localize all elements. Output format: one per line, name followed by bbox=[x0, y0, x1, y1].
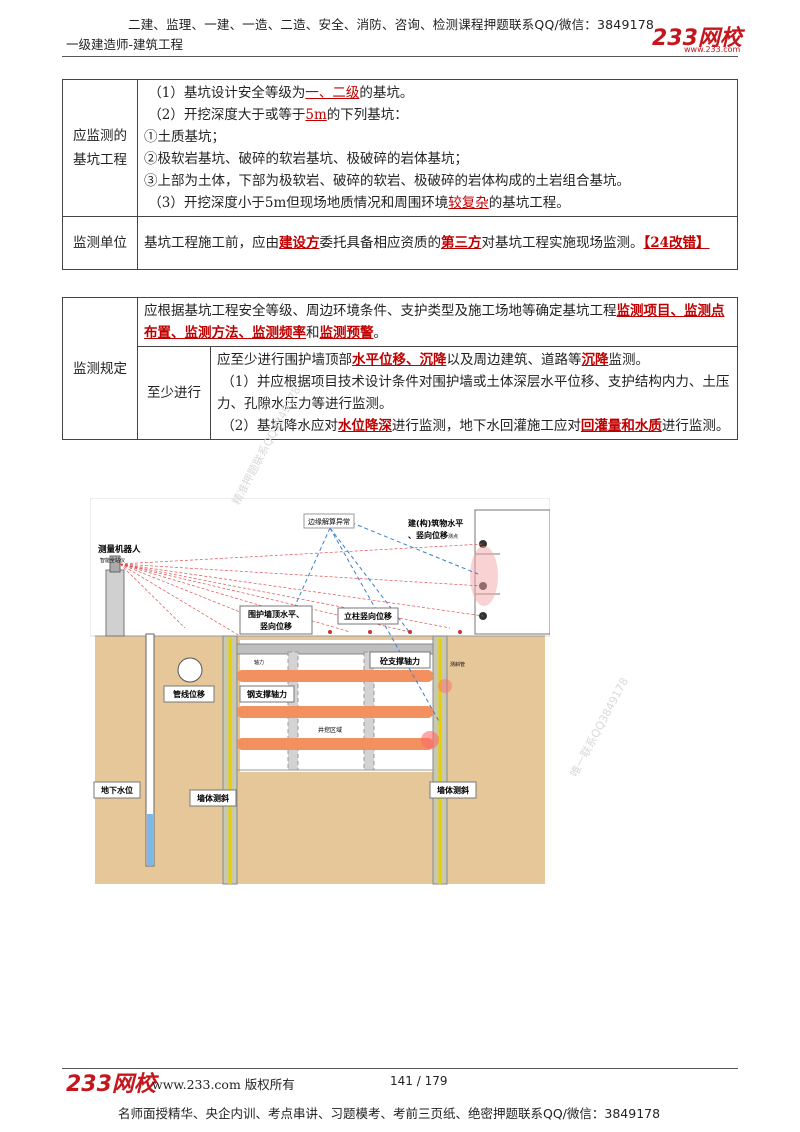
watermark-2: 唯一联系QQ3849178 bbox=[567, 675, 632, 780]
row-content-unit: 基坑工程施工前，应由建设方委托具备相应资质的第三方对基坑工程实施现场监测。【24… bbox=[137, 216, 738, 270]
exam-tag: 【24改错】 bbox=[643, 235, 710, 251]
label-robot-sub: 智能全站仪 bbox=[100, 557, 125, 564]
footer-logo: 233网校 bbox=[66, 1072, 156, 1097]
label-building-2: 、竖向位移 bbox=[408, 530, 448, 540]
footer-copyright: www.233.com 版权所有 bbox=[152, 1077, 295, 1092]
table-row: 应监测的基坑工程 （1）基坑设计安全等级为一、二级的基坑。 （2）开挖深度大于或… bbox=[62, 79, 738, 217]
label-axial: 轴力 bbox=[254, 659, 264, 666]
table-row: 监测规定 应根据基坑工程安全等级、周边环境条件、支护类型及施工场地等确定基坑工程… bbox=[62, 297, 738, 440]
label-convergence: 边缘解算异常 bbox=[308, 517, 350, 526]
label-wall-top-1: 围护墙顶水平、 bbox=[248, 609, 304, 619]
row-label-scope: 应监测的基坑工程 bbox=[62, 79, 138, 217]
row-content-rules: 应根据基坑工程安全等级、周边环境条件、支护类型及施工场地等确定基坑工程监测项目、… bbox=[137, 297, 738, 347]
row-content-minimum: 应至少进行围护墙顶部水平位移、沉降以及周边建筑、道路等沉降监测。 （1）并应根据… bbox=[210, 346, 738, 440]
row-label-unit: 监测单位 bbox=[62, 216, 138, 270]
label-groundwater: 地下水位 bbox=[101, 785, 133, 795]
brand-logo: 233网校 bbox=[652, 26, 742, 51]
header-subtitle: 一级建造师-建筑工程 bbox=[66, 37, 184, 52]
footer-rule bbox=[62, 1068, 738, 1069]
page-number: 141 / 179 bbox=[390, 1074, 448, 1088]
monitoring-table-1: 应监测的基坑工程 （1）基坑设计安全等级为一、二级的基坑。 （2）开挖深度大于或… bbox=[62, 79, 738, 270]
label-wall-incline-left: 墙体测斜 bbox=[197, 793, 229, 803]
label-concrete-strut: 砼支撑轴力 bbox=[380, 656, 420, 666]
label-pipeline: 管线位移 bbox=[173, 689, 205, 699]
header-rule bbox=[62, 56, 738, 57]
strut-3 bbox=[237, 738, 433, 750]
strut-1 bbox=[237, 670, 433, 682]
label-building-sub: 测点 bbox=[448, 533, 458, 540]
label-inclinometer: 测斜管 bbox=[450, 661, 465, 668]
label-excavation: 井挖区域 bbox=[318, 726, 342, 734]
highlight-grade: 一、二级 bbox=[305, 85, 360, 101]
row-content-scope: （1）基坑设计安全等级为一、二级的基坑。 （2）开挖深度大于或等于5m的下列基坑… bbox=[137, 79, 738, 217]
label-steel-strut: 钢支撑轴力 bbox=[247, 689, 287, 699]
label-column: 立柱竖向位移 bbox=[344, 611, 392, 621]
table-row: 监测单位 基坑工程施工前，应由建设方委托具备相应资质的第三方对基坑工程实施现场监… bbox=[62, 216, 738, 270]
highlight-depth: 5m bbox=[305, 107, 327, 123]
excavation-monitoring-diagram: 边缘解算异常 测量机器人 智能全站仪 建(构)筑物水平 、竖向位移 测点 围护墙… bbox=[89, 497, 551, 888]
monitoring-table-2: 监测规定 应根据基坑工程安全等级、周边环境条件、支护类型及施工场地等确定基坑工程… bbox=[62, 297, 738, 440]
label-building: 建(构)筑物水平 bbox=[407, 518, 463, 528]
table-row: 至少进行 应至少进行围护墙顶部水平位移、沉降以及周边建筑、道路等沉降监测。 （1… bbox=[63, 346, 738, 440]
sub-label-minimum: 至少进行 bbox=[137, 346, 211, 440]
label-wall-incline-right: 墙体测斜 bbox=[437, 785, 469, 795]
label-robot: 测量机器人 bbox=[98, 544, 141, 555]
brand-logo-url: www.233.com bbox=[684, 45, 741, 54]
highlight-complex: 较复杂 bbox=[448, 195, 489, 211]
row-label-rules: 监测规定 bbox=[62, 297, 138, 440]
header-top-line: 二建、监理、一建、一造、二造、安全、消防、咨询、检测课程押题联系QQ/微信：38… bbox=[128, 17, 655, 32]
strut-2 bbox=[237, 706, 433, 718]
footer-promo: 名师面授精华、央企内训、考点串讲、习题模考、考前三页纸、绝密押题联系QQ/微信：… bbox=[118, 1106, 661, 1121]
label-wall-top-2: 竖向位移 bbox=[260, 621, 292, 631]
